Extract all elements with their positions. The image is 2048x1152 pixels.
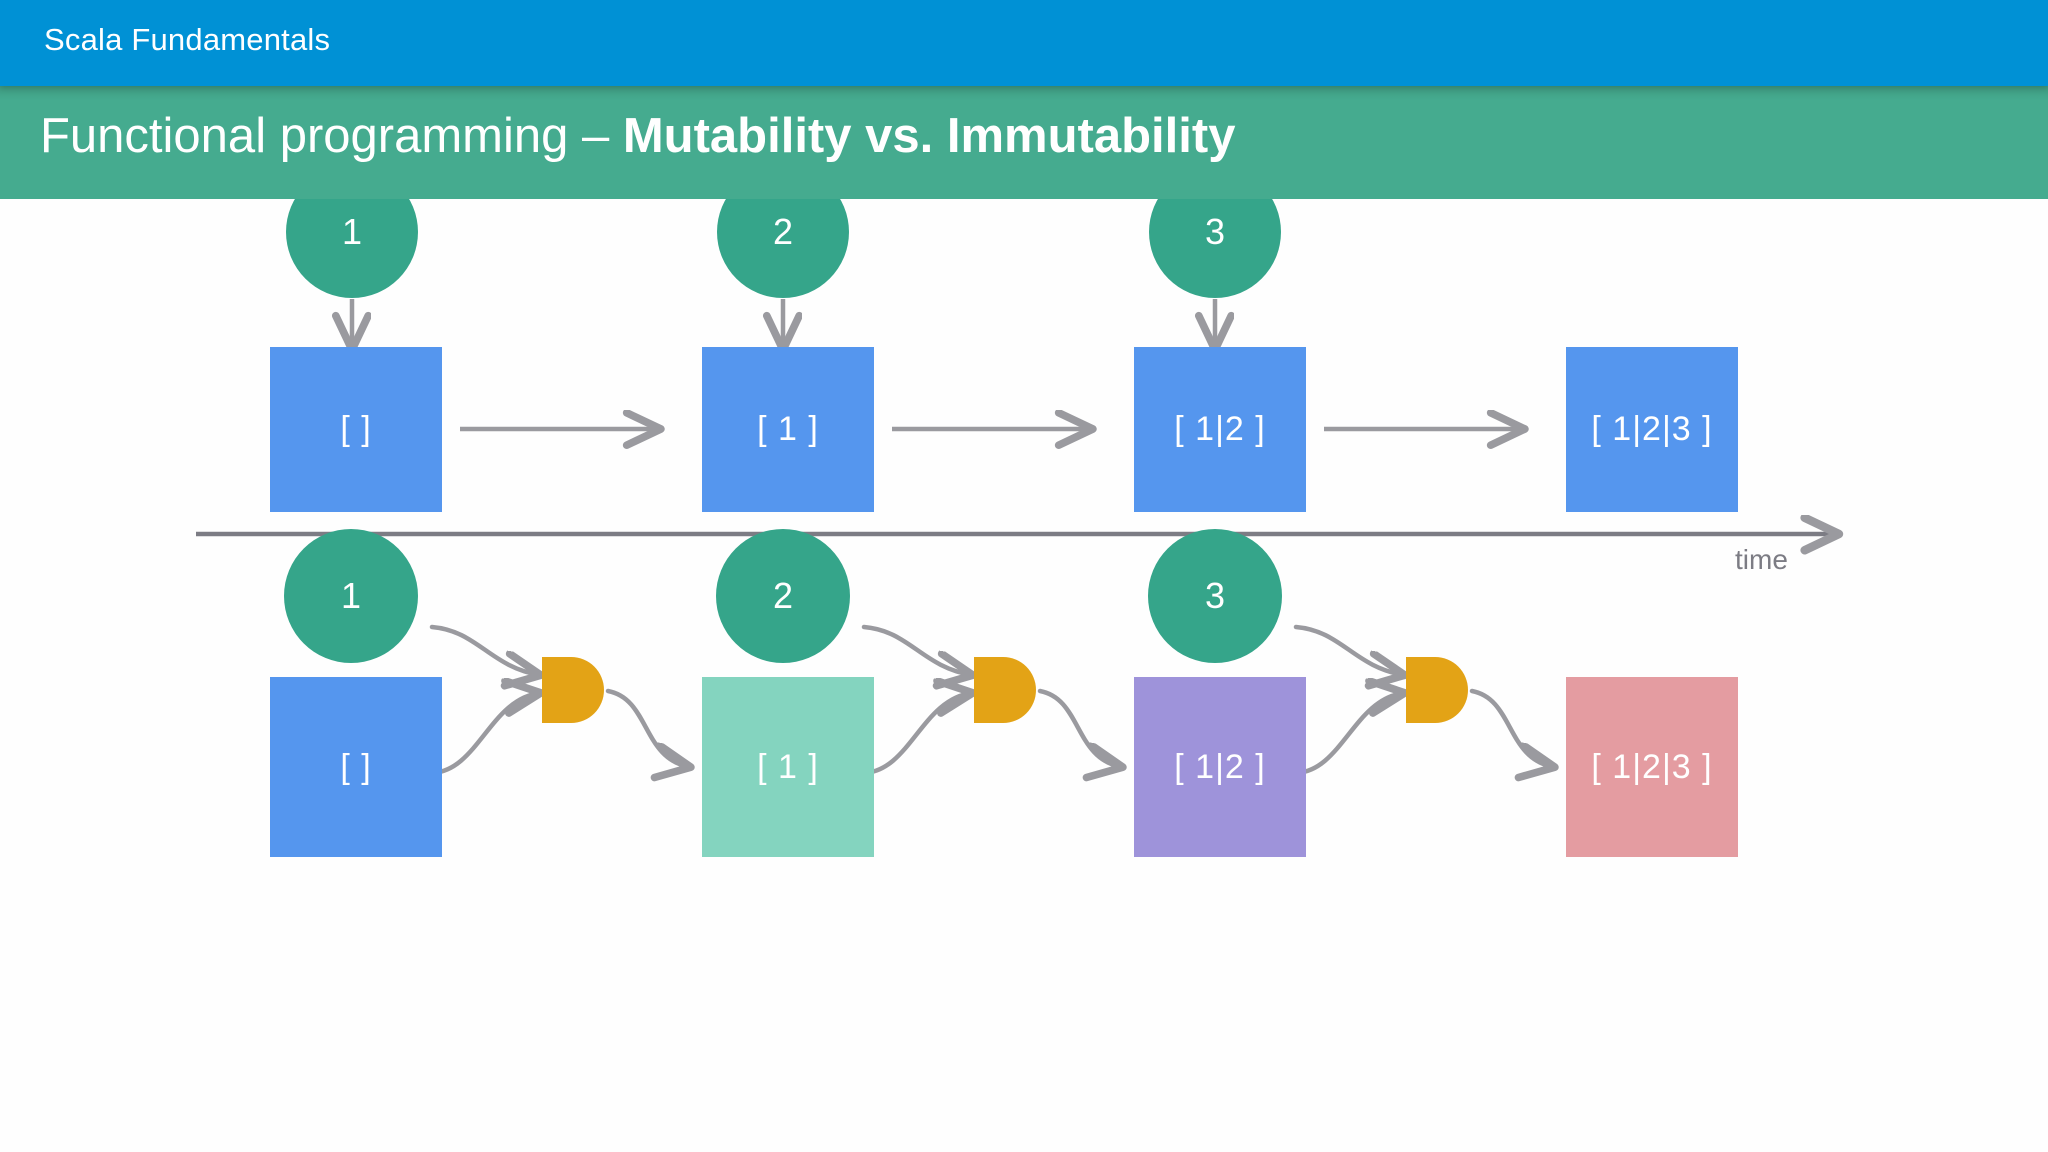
immutable-input-circle-2: 2 (716, 529, 850, 663)
immutable-state-label-4: [ 1|2|3 ] (1591, 747, 1713, 786)
slide-title-prefix: Functional programming – (40, 109, 623, 163)
immutable-state-label-1: [ ] (340, 747, 372, 786)
immutable-input-label-1: 1 (340, 575, 362, 616)
mutable-state-box-2: [ 1 ] (702, 347, 874, 512)
input-drop-arrows (352, 299, 1215, 349)
slide-title: Functional programming – Mutability vs. … (40, 108, 1235, 164)
mutable-state-label-3: [ 1|2 ] (1174, 410, 1266, 448)
mutable-state-label-1: [ ] (340, 410, 372, 448)
diagram-canvas: 1 2 3 [ ] [ 1 ] [ 1|2 ] [ 1|2|3 ] time 1… (0, 166, 2048, 1152)
immutable-state-box-2: [ 1 ] (702, 677, 874, 857)
time-axis-label: time (1735, 544, 1788, 575)
immutable-input-circle-1: 1 (284, 529, 418, 663)
slide-title-emphasis: Mutability vs. Immutability (622, 109, 1236, 163)
mutable-state-label-2: [ 1 ] (757, 410, 819, 448)
diagram-connectors (196, 299, 2048, 1152)
mutable-state-box-4: [ 1|2|3 ] (1566, 347, 1738, 512)
merge-function-2 (974, 657, 1036, 723)
immutable-state-label-2: [ 1 ] (757, 747, 819, 786)
mutable-state-label-4: [ 1|2|3 ] (1591, 410, 1713, 448)
immutable-flow-arrows (429, 624, 1554, 773)
immutable-state-box-3: [ 1|2 ] (1134, 677, 1306, 857)
immutable-input-label-3: 3 (1204, 575, 1226, 616)
immutable-input-circle-3: 3 (1148, 529, 1282, 663)
mutable-input-label-3: 3 (1204, 211, 1226, 252)
mutable-state-box-1: [ ] (270, 347, 442, 512)
course-header-bar: Scala Fundamentals (0, 0, 2048, 86)
immutable-state-label-3: [ 1|2 ] (1174, 747, 1266, 786)
immutable-input-label-2: 2 (772, 575, 794, 616)
merge-function-1 (542, 657, 604, 723)
mutable-input-label-1: 1 (341, 211, 363, 252)
merge-function-3 (1406, 657, 1468, 723)
mutable-input-label-2: 2 (772, 211, 794, 252)
slide-title-band: Functional programming – Mutability vs. … (0, 86, 2048, 199)
immutable-state-box-4: [ 1|2|3 ] (1566, 677, 1738, 857)
mutable-state-box-3: [ 1|2 ] (1134, 347, 1306, 512)
immutable-state-box-1: [ ] (270, 677, 442, 857)
course-title: Scala Fundamentals (44, 22, 331, 57)
